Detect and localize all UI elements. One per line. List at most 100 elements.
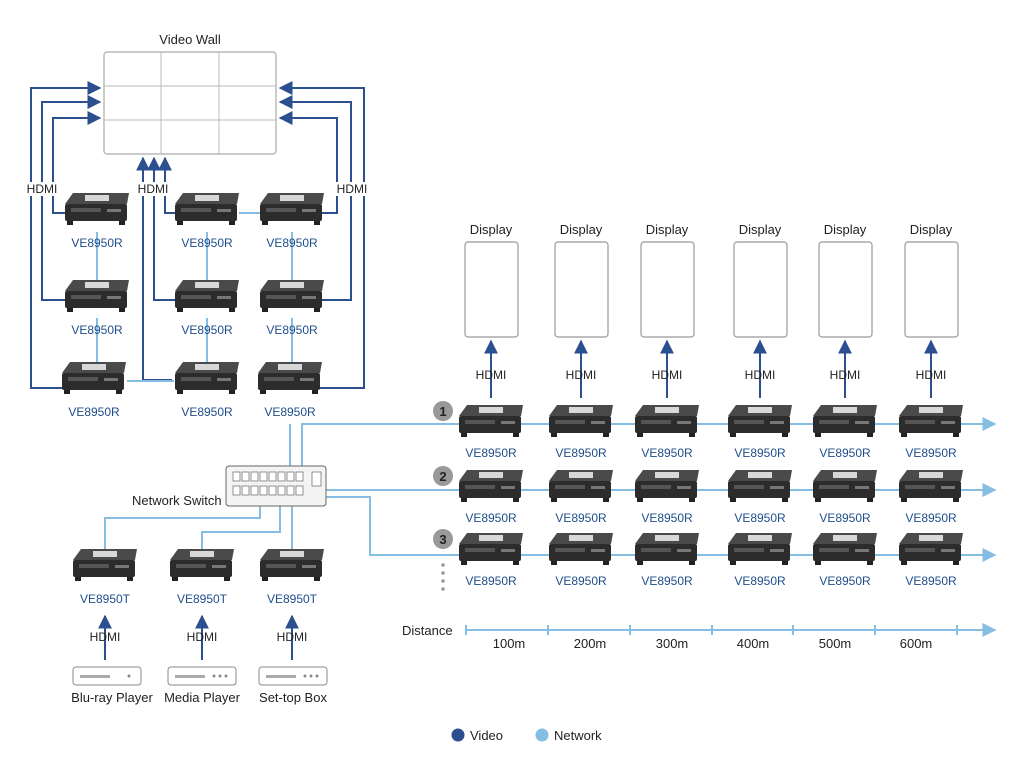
chain-receiver-device [728,405,792,437]
hdmi-label: HDMI [566,368,597,382]
source-label: Set-top Box [259,690,327,705]
legend-video-label: Video [470,728,503,743]
distance-scale: Distance 100m 200m 300m 400m 500m 600m [402,623,997,651]
chain-number: 2 [439,469,446,484]
chain-receiver-label: VE8950R [905,446,957,460]
wall-receiver-device [258,362,322,394]
wall-receiver-device [260,193,324,225]
chain-receiver-device [635,405,699,437]
hdmi-label: HDMI [187,630,218,644]
chain-number-badge [433,401,453,421]
chain-receiver-device [813,405,877,437]
chain-receiver-device [635,470,699,502]
hdmi-label: HDMI [745,368,776,382]
display-label: Display [560,222,603,237]
chain-receiver-device [728,470,792,502]
wall-receiver-label: VE8950R [181,323,233,337]
transmitter-label: VE8950T [177,592,228,606]
chain-receiver-label: VE8950R [734,511,786,525]
distance-tick-label: 200m [574,636,607,651]
display [733,241,788,338]
hdmi-label: HDMI [476,368,507,382]
distance-label: Distance [402,623,453,638]
chain-receiver-device [899,405,963,437]
chain-receiver-label: VE8950R [555,574,607,588]
chain-receiver-label: VE8950R [905,511,957,525]
legend-network-swatch [535,728,549,742]
chain-receiver-label: VE8950R [734,574,786,588]
wall-receiver-device [65,280,129,312]
chain-receiver-device [549,533,613,565]
hdmi-label: HDMI [337,182,368,196]
chain-receiver-device [635,533,699,565]
legend: Video Network [451,728,602,743]
source-device [167,666,237,686]
wall-receiver-device [260,280,324,312]
distance-tick-label: 600m [900,636,933,651]
chain-receiver-label: VE8950R [819,511,871,525]
display [464,241,519,338]
hdmi-label: HDMI [27,182,58,196]
wall-receiver-device [65,193,129,225]
transmitter-device [260,549,324,581]
distance-tick-label: 100m [493,636,526,651]
chain-number: 1 [439,404,446,419]
transmitter-device [170,549,234,581]
chain-receiver-device [459,405,523,437]
chain-receiver-label: VE8950R [465,511,517,525]
hdmi-label: HDMI [90,630,121,644]
display [640,241,695,338]
hdmi-label: HDMI [916,368,947,382]
hdmi-label: HDMI [277,630,308,644]
wall-receiver-label: VE8950R [181,405,233,419]
chain-receiver-label: VE8950R [465,446,517,460]
transmitter-label: VE8950T [267,592,318,606]
wall-receiver-label: VE8950R [266,323,318,337]
chain-receiver-label: VE8950R [819,574,871,588]
chain-receiver-label: VE8950R [905,574,957,588]
video-wall: Video Wall [103,32,277,155]
wall-receiver-label: VE8950R [68,405,120,419]
chain-receiver-device [813,533,877,565]
distance-tick-label: 500m [819,636,852,651]
wall-receiver-label: VE8950R [264,405,316,419]
hdmi-label: HDMI [830,368,861,382]
video-wall-title: Video Wall [159,32,221,47]
display-label: Display [739,222,782,237]
chain-receiver-label: VE8950R [641,511,693,525]
source-label: Blu-ray Player [71,690,153,705]
display-label: Display [910,222,953,237]
network-switch-label: Network Switch [132,493,222,508]
chain-receiver-device [549,405,613,437]
source-device [258,666,328,686]
legend-network-label: Network [554,728,602,743]
chain-receiver-device [813,470,877,502]
video-connections [30,81,938,660]
transmitter-device [73,549,137,581]
display-label: Display [470,222,513,237]
hdmi-label: HDMI [138,182,169,196]
transmitter-label: VE8950T [80,592,131,606]
devices [62,193,963,686]
chain-receiver-label: VE8950R [555,511,607,525]
chain-receiver-device [899,533,963,565]
display [904,241,959,338]
chain-receiver-device [459,533,523,565]
wall-receiver-device [175,193,239,225]
chain-receiver-label: VE8950R [641,574,693,588]
wall-receiver-device [175,280,239,312]
wall-receiver-device [62,362,126,394]
distance-tick-label: 300m [656,636,689,651]
chain-receiver-device [728,533,792,565]
chain-receiver-label: VE8950R [465,574,517,588]
chain-receiver-label: VE8950R [641,446,693,460]
distance-tick-label: 400m [737,636,770,651]
display [818,241,873,338]
chain-number-badge [433,529,453,549]
wall-receiver-label: VE8950R [181,236,233,250]
display [554,241,609,338]
chain-number-badge [433,466,453,486]
chain-receiver-device [899,470,963,502]
chain-receiver-device [459,470,523,502]
